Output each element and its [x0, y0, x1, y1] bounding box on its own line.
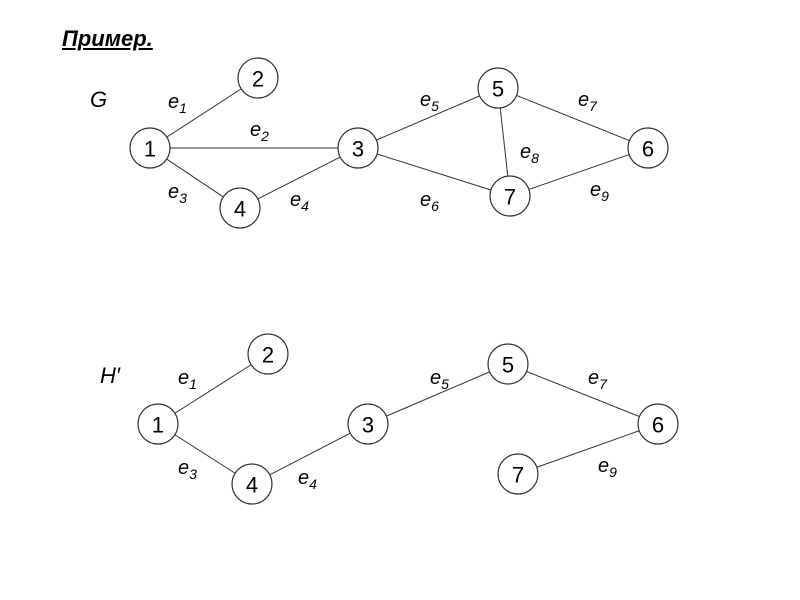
node-label: 7 [512, 463, 524, 488]
node-label: 6 [652, 413, 664, 438]
node-circle [137, 403, 179, 445]
node-6: 6 [627, 127, 669, 169]
edge-label-e8: e8 [520, 141, 539, 166]
edge-e9 [528, 154, 630, 190]
node-label: 2 [252, 67, 264, 92]
edge-e3 [166, 158, 224, 198]
node-circle [237, 57, 279, 99]
edge-label-e7: e7 [578, 89, 598, 114]
node-circle [489, 175, 531, 217]
node-circle [129, 127, 171, 169]
edge-e5 [376, 95, 480, 141]
node-circle [637, 403, 679, 445]
edge-label-e1: e1 [178, 367, 197, 392]
node-6: 6 [637, 403, 679, 445]
node-circle [497, 453, 539, 495]
edge-label-e9: e9 [590, 179, 609, 204]
edge-label-e7: e7 [588, 367, 608, 392]
node-1: 1 [137, 403, 179, 445]
node-label: 2 [262, 343, 274, 368]
graph-name-label: H′ [100, 363, 121, 388]
edge-label-e5: e5 [420, 89, 439, 114]
edge-e7 [516, 94, 630, 142]
node-circle [347, 403, 389, 445]
edge-label-e5: e5 [430, 367, 449, 392]
node-label: 3 [362, 413, 374, 438]
node-label: 1 [152, 413, 164, 438]
node-label: 6 [642, 137, 654, 162]
edge-label-e4: e4 [298, 467, 317, 492]
edge-label-e6: e6 [420, 189, 439, 214]
edge-label-e2: e2 [250, 119, 269, 144]
edge-e3 [174, 434, 236, 474]
edge-label-e3: e3 [178, 457, 197, 482]
node-label: 5 [492, 77, 504, 102]
node-5: 5 [477, 67, 519, 109]
node-7: 7 [489, 175, 531, 217]
node-label: 3 [352, 137, 364, 162]
node-2: 2 [237, 57, 279, 99]
node-7: 7 [497, 453, 539, 495]
node-circle [247, 333, 289, 375]
edge-e6 [376, 153, 492, 191]
edge-e1 [166, 88, 242, 138]
node-label: 5 [502, 353, 514, 378]
node-4: 4 [231, 463, 273, 505]
edge-e8 [499, 107, 509, 177]
edge-label-e3: e3 [168, 181, 187, 206]
node-label: 4 [246, 473, 258, 498]
node-4: 4 [219, 187, 261, 229]
node-1: 1 [129, 127, 171, 169]
node-label: 4 [234, 197, 246, 222]
graph-name-label: G [90, 87, 107, 112]
node-5: 5 [487, 343, 529, 385]
node-circle [487, 343, 529, 385]
node-circle [627, 127, 669, 169]
node-circle [337, 127, 379, 169]
node-circle [477, 67, 519, 109]
edge-e4 [257, 156, 341, 200]
node-circle [231, 463, 273, 505]
node-circle [219, 187, 261, 229]
page-title: Пример. [62, 26, 153, 51]
edge-e5 [386, 371, 490, 417]
node-2: 2 [247, 333, 289, 375]
edge-e1 [174, 364, 252, 414]
graph-h-prime: H′ e1 e3 e4 e5 e7 e9 1 2 3 4 5 6 7 [100, 333, 679, 505]
edge-label-e9: e9 [598, 455, 617, 480]
edge-label-e4: e4 [290, 189, 309, 214]
edge-e4 [269, 432, 351, 476]
edge-e7 [526, 370, 640, 418]
node-label: 1 [144, 137, 156, 162]
edge-label-e1: e1 [168, 91, 187, 116]
node-label: 7 [504, 185, 516, 210]
edge-e9 [536, 430, 640, 468]
node-3: 3 [337, 127, 379, 169]
node-3: 3 [347, 403, 389, 445]
